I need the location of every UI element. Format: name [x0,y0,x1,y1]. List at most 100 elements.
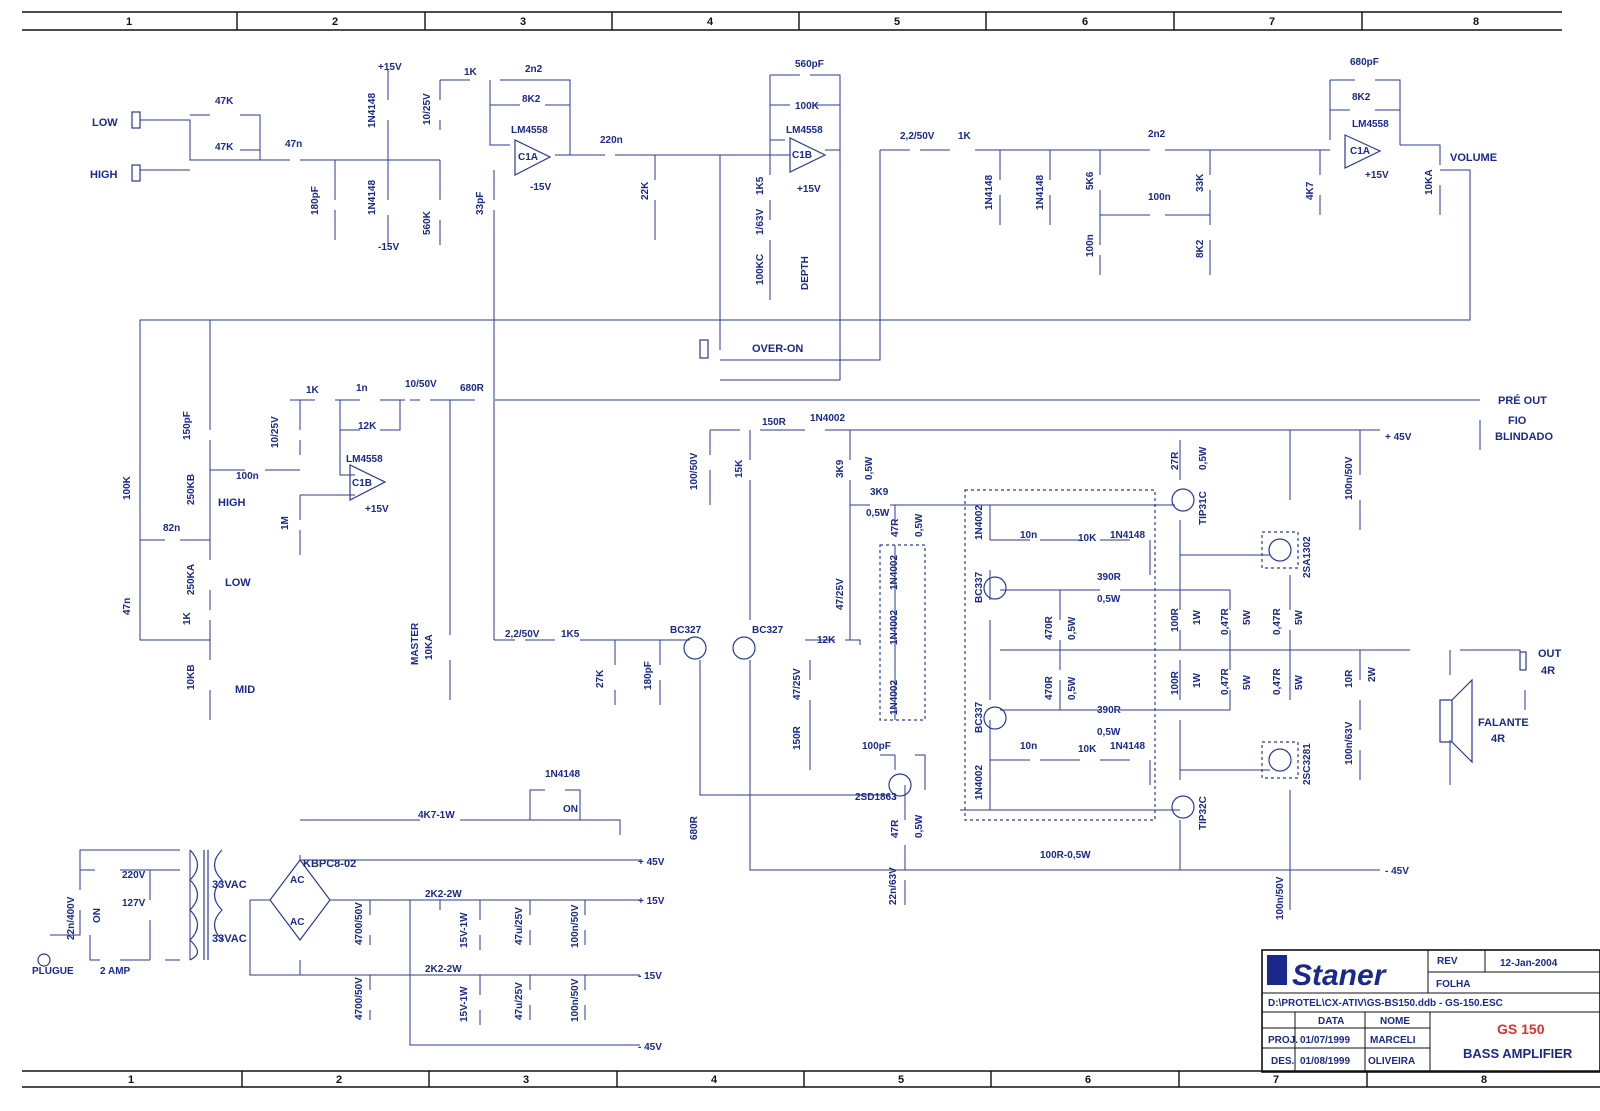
label-100n-a: 100n [1148,192,1171,203]
label-2k2-2w-b: 2K2-2W [425,964,462,975]
label-100-50v: 100/50V [689,452,700,490]
label-1k-d: 1K [182,611,193,625]
label-op1-unit: C1A [518,152,538,163]
label-fio: FIO [1508,415,1527,427]
label-27k: 27K [595,669,606,688]
file-path: D:\PROTEL\CX-ATIV\GS-BS150.ddb - GS-150.… [1268,998,1503,1009]
transistor-bc337-a-icon [983,576,1007,600]
label-390r-a: 390R [1097,572,1122,583]
label-10r: 10R [1344,669,1355,688]
label-100r-a-w: 1W [1192,609,1203,625]
label-220v: 220V [122,870,146,881]
label-master: MASTER [410,622,421,665]
label-22k: 22K [640,181,651,200]
high-jack-icon [131,164,141,182]
zone-strip-top: 1 2 3 4 5 6 7 8 [22,11,1562,31]
rev-date: 12-Jan-2004 [1500,958,1558,969]
label-10k-b: 10K [1078,744,1097,755]
label-plus45: + 45V [1385,432,1412,443]
label-10-25v: 10/25V [422,93,433,125]
label-100r-b: 100R [1170,670,1181,695]
label-15k: 15K [734,459,745,478]
zone-bottom-1: 1 [128,1074,134,1086]
label-100r-05w: 100R-0,5W [1040,850,1091,861]
rev-label: REV [1437,956,1458,967]
label-1n4148-b: 1N4148 [367,180,378,215]
label-47u-25v-b: 47u/25V [514,982,525,1020]
label-250ka: 250KA [186,564,197,595]
model-name: GS 150 [1497,1021,1545,1037]
label-100k-b: 100K [122,475,133,500]
zone-top-2: 2 [332,16,338,28]
label-1n4002-e: 1N4002 [974,765,985,800]
proj-name: MARCELI [1370,1035,1416,1046]
speaker-icon [1439,678,1473,764]
transistor-bc327-a-icon [683,636,707,660]
nome-header: NOME [1380,1016,1410,1027]
label-33k: 33K [1195,173,1206,192]
label-1n4148-d: 1N4148 [1035,175,1046,210]
label-rail-m45: - 45V [638,1042,662,1053]
label-8k2-c: 8K2 [1352,92,1371,103]
label-ac-1: AC [290,875,304,886]
label-4700-50v-a: 4700/50V [354,902,365,945]
bridge-rectifier-icon [269,859,331,941]
label-minus45: - 45V [1385,866,1409,877]
label-47r-a: 47R [890,518,901,537]
label-rail-p45: + 45V [638,857,665,868]
label-100n-63v: 100n/63V [1344,721,1355,765]
label-2sa1302: 2SA1302 [1302,536,1313,578]
label-1n: 1n [356,383,368,394]
label-10k-a: 10K [1078,533,1097,544]
label-10-25v-b: 10/25V [270,416,281,448]
label-bc327-a: BC327 [670,625,702,636]
label-10n-a: 10n [1020,530,1037,541]
zone-top-6: 6 [1082,16,1088,28]
zone-strip-bottom: 1 2 3 4 5 6 7 8 [22,1070,1600,1088]
zone-top-1: 1 [126,16,132,28]
label-1k-b: 1K [958,131,972,142]
transistor-bc327-b-icon [732,636,756,660]
label-op4-unit: C1B [352,478,372,489]
label-2sd1863: 2SD1863 [855,792,897,803]
label-27r-w: 0,5W [1198,446,1209,470]
label-1n4148-c: 1N4148 [984,175,995,210]
label-high-tone: HIGH [218,497,246,509]
label-falante-r: 4R [1491,733,1505,745]
label-047r-b-w: 5W [1242,674,1253,690]
label-tip32c: TIP32C [1198,796,1209,830]
label-470r-a: 470R [1044,615,1055,640]
transistor-bc337-b-icon [983,706,1007,730]
label-220n: 220n [600,135,623,146]
2sa1302-mount [1261,531,1299,569]
label-8k2-b: 8K2 [1195,239,1206,258]
label-22n-63v: 22n/63V [888,867,899,905]
label-15v-1w-a: 15V-1W [459,912,470,948]
label-47k-b: 47K [215,142,234,153]
label-mid-tone: MID [235,684,255,696]
des-name: OLIVEIRA [1368,1056,1415,1067]
label-100n-50v-d: 100n/50V [570,978,581,1022]
label-100r-a: 100R [1170,607,1181,632]
label-470r-a-w: 0,5W [1067,616,1078,640]
label-8k2-a: 8K2 [522,94,541,105]
zone-top-7: 7 [1269,16,1275,28]
label-15v-1w-b: 15V-1W [459,986,470,1022]
label-100n-c: 100n [236,471,259,482]
label-bridge: KBPC8-02 [303,858,356,870]
label-3k9-a: 3K9 [835,459,846,478]
label-bc337-a: BC337 [974,571,985,603]
label-33pf: 33pF [475,192,486,215]
opamp-1-icon [514,139,552,176]
label-blindado: BLINDADO [1495,431,1553,443]
label-4700-50v-b: 4700/50V [354,977,365,1020]
zone-bottom-7: 7 [1273,1074,1279,1086]
zone-top-4: 4 [707,16,714,28]
circuit-wiring [50,70,1526,1046]
label-47k-a: 47K [215,96,234,107]
label-33vac-a: 33VAC [212,879,247,891]
label-op3-pos: +15V [1365,170,1389,181]
proj-label: PROJ. [1268,1035,1298,1046]
label-100kc: 100KC [755,254,766,285]
